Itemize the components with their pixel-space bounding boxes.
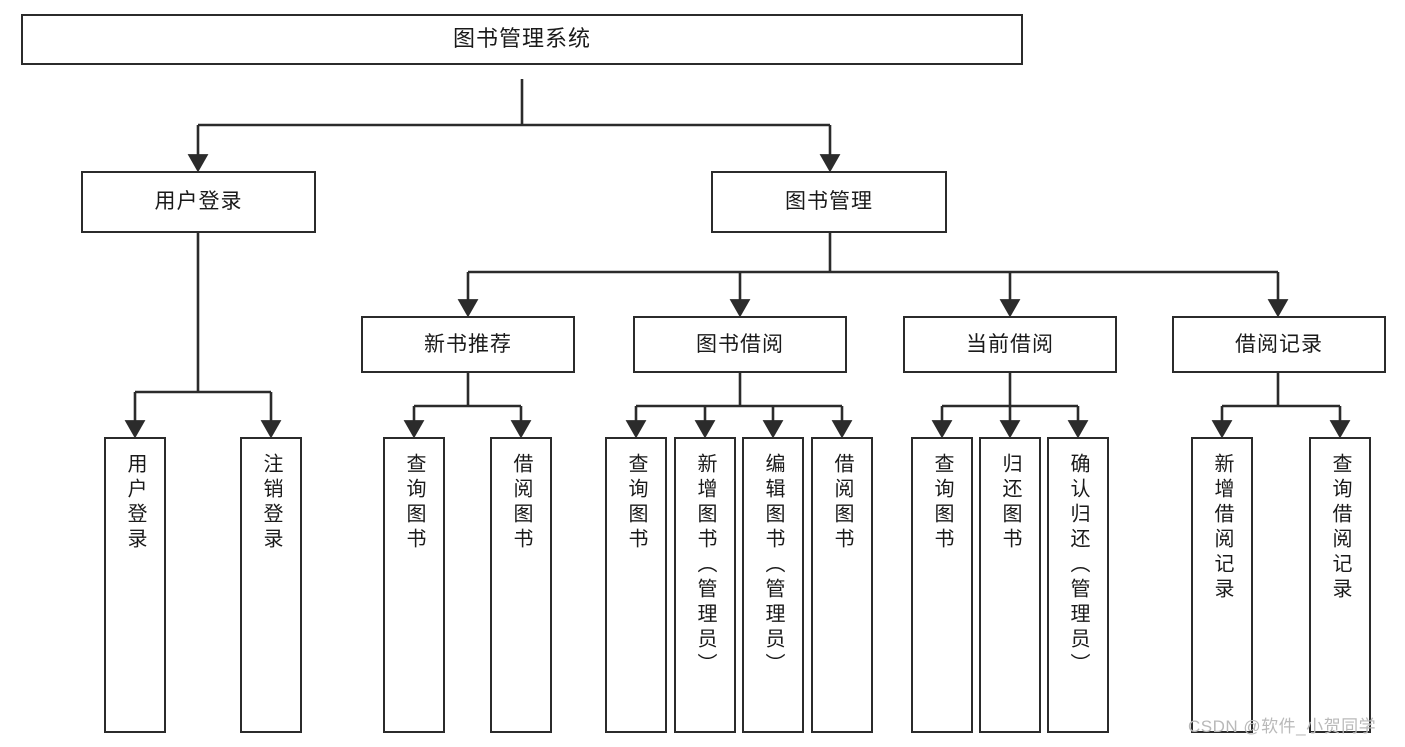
node-label: 注销登录 xyxy=(260,453,282,553)
leaf-current-borrow-return-book[interactable]: 归还图书 xyxy=(979,437,1041,733)
node-label: 查询图书 xyxy=(625,453,647,553)
leaf-user-login-logout[interactable]: 注销登录 xyxy=(240,437,302,733)
node-label: 借阅记录 xyxy=(1235,332,1323,356)
leaf-current-borrow-query-book[interactable]: 查询图书 xyxy=(911,437,973,733)
leaf-book-borrow-add-book-admin[interactable]: 新增图书（管理员） xyxy=(674,437,736,733)
node-borrowing-record[interactable]: 借阅记录 xyxy=(1172,316,1386,373)
leaf-user-login-login[interactable]: 用户登录 xyxy=(104,437,166,733)
leaf-new-book-query-book[interactable]: 查询图书 xyxy=(383,437,445,733)
node-book-management[interactable]: 图书管理 xyxy=(711,171,947,233)
leaf-record-query-borrow-record[interactable]: 查询借阅记录 xyxy=(1309,437,1371,733)
node-label: 借阅图书 xyxy=(831,453,853,553)
node-label: 编辑图书（管理员） xyxy=(762,453,784,678)
node-user-login[interactable]: 用户登录 xyxy=(81,171,316,233)
node-book-borrowing[interactable]: 图书借阅 xyxy=(633,316,847,373)
node-current-borrowing[interactable]: 当前借阅 xyxy=(903,316,1117,373)
node-label: 用户登录 xyxy=(154,190,243,214)
node-label: 查询图书 xyxy=(931,453,953,553)
node-new-book-recommendation[interactable]: 新书推荐 xyxy=(361,316,575,373)
node-label: 确认归还（管理员） xyxy=(1067,453,1089,678)
node-label: 新增图书（管理员） xyxy=(694,453,716,678)
node-label: 归还图书 xyxy=(999,453,1021,553)
node-label: 借阅图书 xyxy=(510,453,532,553)
node-root-book-management-system[interactable]: 图书管理系统 xyxy=(21,14,1023,65)
csdn-watermark: CSDN @软件_小贺同学 xyxy=(1188,717,1377,736)
node-label: 新书推荐 xyxy=(424,332,512,356)
node-label: 用户登录 xyxy=(124,453,146,553)
node-label: 新增借阅记录 xyxy=(1211,453,1233,603)
node-label: 图书借阅 xyxy=(696,332,784,356)
node-label: 当前借阅 xyxy=(966,332,1054,356)
leaf-book-borrow-borrow-book[interactable]: 借阅图书 xyxy=(811,437,873,733)
leaf-book-borrow-edit-book-admin[interactable]: 编辑图书（管理员） xyxy=(742,437,804,733)
node-label: 图书管理系统 xyxy=(452,26,591,52)
node-label: 查询借阅记录 xyxy=(1329,453,1351,603)
leaf-current-borrow-confirm-return-admin[interactable]: 确认归还（管理员） xyxy=(1047,437,1109,733)
node-label: 查询图书 xyxy=(403,453,425,553)
leaf-book-borrow-query-book[interactable]: 查询图书 xyxy=(605,437,667,733)
node-label: 图书管理 xyxy=(785,190,873,214)
leaf-record-add-borrow-record[interactable]: 新增借阅记录 xyxy=(1191,437,1253,733)
leaf-new-book-borrow-book[interactable]: 借阅图书 xyxy=(490,437,552,733)
